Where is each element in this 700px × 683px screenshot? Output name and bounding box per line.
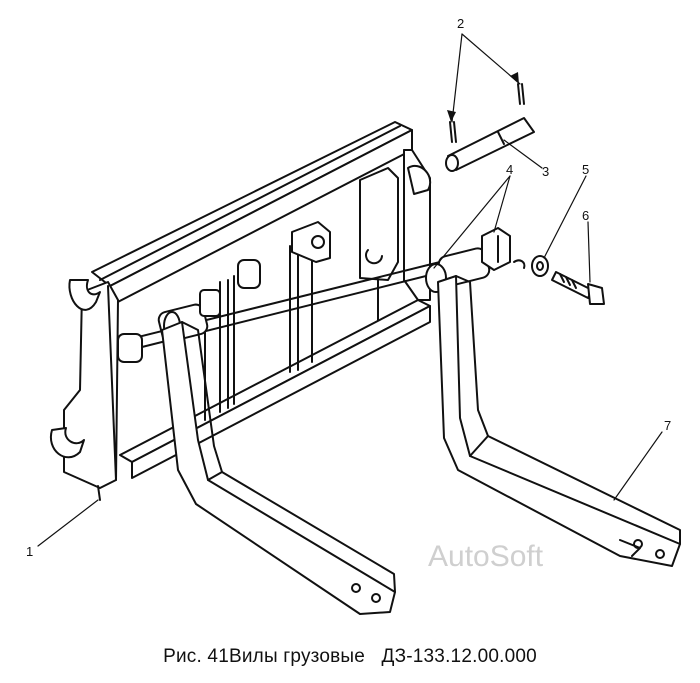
callout-3: 3 bbox=[542, 164, 549, 179]
callout-4: 4 bbox=[506, 162, 513, 177]
callout-7: 7 bbox=[664, 418, 671, 433]
leader-arrowheads bbox=[447, 72, 519, 122]
cotter-pins-part-2 bbox=[449, 83, 525, 143]
callout-6: 6 bbox=[582, 208, 589, 223]
figure-caption: Рис. 41Вилы грузовые ДЗ-133.12.00.000 bbox=[0, 646, 700, 668]
washer-part-5 bbox=[531, 255, 549, 277]
pin-part-3 bbox=[445, 117, 535, 172]
caption-title: Вилы грузовые bbox=[228, 646, 366, 667]
callout-2: 2 bbox=[457, 16, 464, 31]
caption-code: ДЗ-133.12.00.000 bbox=[381, 646, 537, 667]
caption-spacer bbox=[365, 646, 381, 667]
leader-lines bbox=[37, 33, 663, 547]
watermark: AutoSoft bbox=[428, 540, 544, 573]
callout-5: 5 bbox=[582, 162, 589, 177]
carriage-frame bbox=[49, 121, 431, 501]
fork-right bbox=[437, 275, 681, 567]
fork-left bbox=[161, 321, 396, 615]
bolt-part-6 bbox=[513, 259, 605, 305]
caption-figure-number: Рис. 41 bbox=[163, 646, 229, 667]
callout-1: 1 bbox=[26, 544, 33, 559]
